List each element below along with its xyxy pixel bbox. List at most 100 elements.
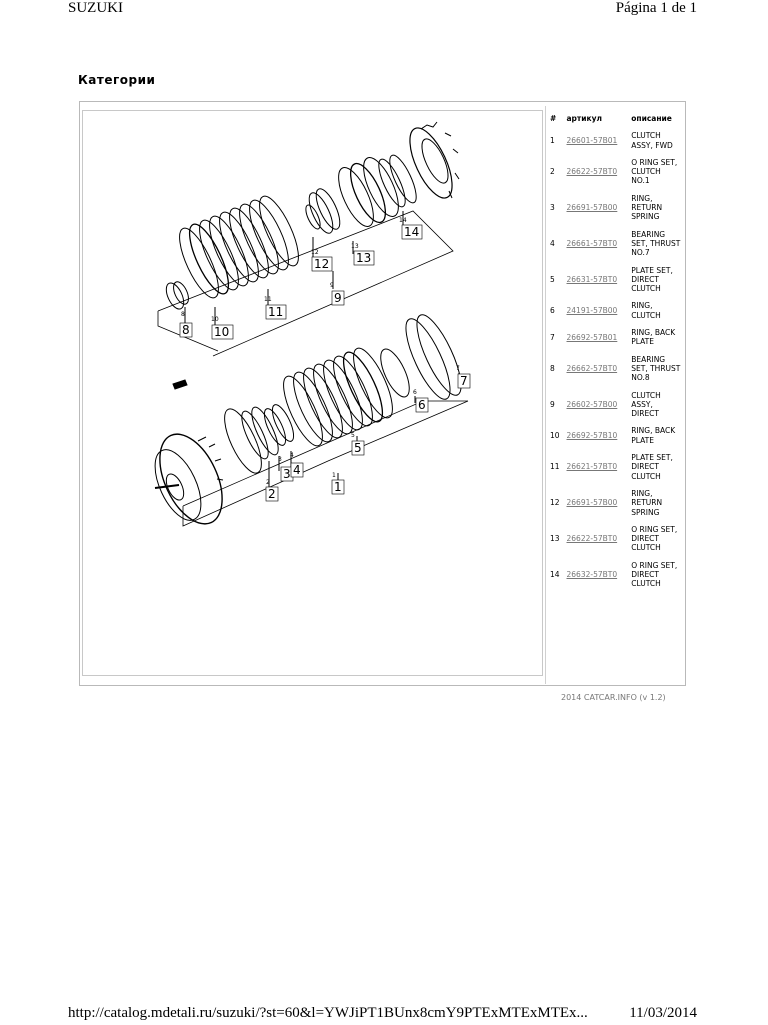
copyright-text: 2014 CATCAR.INFO (v 1.2) bbox=[561, 693, 666, 702]
table-row: 14 26632-57BT0 O RING SET, DIRECT CLUTCH bbox=[547, 558, 683, 594]
part-description: RING, RETURN SPRING bbox=[631, 193, 663, 222]
table-row: 3 26691-57B00 RING, RETURN SPRING bbox=[547, 191, 683, 227]
callout-8: 8 bbox=[182, 323, 190, 337]
part-number-link[interactable]: 26622-57BT0 bbox=[566, 167, 618, 177]
part-description: O RING SET, CLUTCH NO.1 bbox=[631, 157, 678, 186]
table-header-row: # артикул описание bbox=[547, 110, 683, 128]
callout-2: 2 bbox=[268, 487, 276, 501]
column-header-part-number: артикул bbox=[566, 114, 603, 123]
part-description: CLUTCH ASSY, FWD bbox=[631, 131, 673, 150]
row-number: 8 bbox=[550, 363, 555, 373]
row-number: 7 bbox=[550, 332, 555, 342]
part-description: PLATE SET, DIRECT CLUTCH bbox=[631, 265, 673, 294]
part-number-link[interactable]: 26692-57B01 bbox=[566, 332, 618, 342]
exploded-view-svg: 8 10 11 12 9 13 14 2 3 4 1 5 6 bbox=[154, 121, 471, 527]
callout-4: 4 bbox=[293, 463, 301, 477]
parts-diagram: 8 10 11 12 9 13 14 2 3 4 1 5 6 bbox=[82, 110, 543, 676]
row-number: 3 bbox=[550, 203, 555, 213]
small-label-7: 7 bbox=[456, 365, 460, 372]
table-row: 4 26661-57BT0 BEARING SET, THRUST NO.7 bbox=[547, 227, 683, 263]
part-description: RING, CLUTCH bbox=[631, 301, 661, 320]
print-header: SUZUKI Página 1 de 1 bbox=[0, 0, 768, 20]
row-number: 11 bbox=[550, 462, 560, 472]
part-number-link[interactable]: 26692-57B10 bbox=[566, 431, 618, 441]
table-row: 6 24191-57B00 RING, CLUTCH bbox=[547, 298, 683, 325]
part-description: PLATE SET, DIRECT CLUTCH bbox=[631, 453, 673, 481]
small-label-12: 12 bbox=[311, 249, 319, 256]
table-row: 5 26631-57BT0 PLATE SET, DIRECT CLUTCH bbox=[547, 263, 683, 299]
part-number-link[interactable]: 26631-57BT0 bbox=[566, 274, 618, 284]
part-number-link[interactable]: 26661-57BT0 bbox=[566, 238, 618, 248]
print-header-page: Página 1 de 1 bbox=[615, 0, 697, 16]
row-number: 10 bbox=[550, 431, 560, 441]
part-number-link[interactable]: 26691-57B00 bbox=[566, 498, 618, 508]
callout-7: 7 bbox=[460, 374, 468, 388]
small-label-8: 8 bbox=[181, 311, 185, 318]
column-header-number: # bbox=[550, 114, 557, 123]
row-number: 5 bbox=[550, 274, 555, 284]
table-row: 9 26602-57B00 CLUTCH ASSY, DIRECT bbox=[547, 388, 683, 424]
small-label-1: 1 bbox=[332, 472, 336, 479]
callout-12: 12 bbox=[314, 257, 329, 271]
print-footer: http://catalog.mdetali.ru/suzuki/?st=60&… bbox=[0, 1005, 768, 1025]
part-number-link[interactable]: 24191-57B00 bbox=[566, 306, 618, 316]
row-number: 13 bbox=[550, 534, 560, 544]
content-frame bbox=[79, 101, 686, 686]
part-number-link[interactable]: 26691-57B00 bbox=[566, 203, 618, 213]
row-number: 12 bbox=[550, 498, 560, 508]
callout-3: 3 bbox=[283, 467, 291, 481]
part-description: O RING SET, DIRECT CLUTCH bbox=[631, 524, 678, 553]
callout-9: 9 bbox=[334, 291, 342, 305]
part-description: O RING SET, DIRECT CLUTCH bbox=[631, 560, 678, 589]
part-description: BEARING SET, THRUST NO.7 bbox=[631, 229, 681, 258]
part-description: RING, BACK PLATE bbox=[631, 328, 676, 347]
small-label-5: 5 bbox=[351, 432, 355, 439]
small-label-11: 11 bbox=[264, 296, 272, 303]
print-header-left: SUZUKI bbox=[68, 0, 123, 16]
row-number: 6 bbox=[550, 306, 555, 316]
table-row: 13 26622-57BT0 O RING SET, DIRECT CLUTCH bbox=[547, 522, 683, 558]
part-description: RING, BACK PLATE bbox=[631, 426, 676, 445]
small-label-6: 6 bbox=[413, 389, 417, 396]
callout-6: 6 bbox=[418, 398, 426, 412]
small-label-14: 14 bbox=[399, 217, 407, 224]
part-number-link[interactable]: 26632-57BT0 bbox=[566, 569, 618, 579]
part-description: BEARING SET, THRUST NO.8 bbox=[631, 354, 681, 383]
callout-5: 5 bbox=[354, 441, 362, 455]
table-row: 12 26691-57B00 RING, RETURN SPRING bbox=[547, 486, 683, 522]
small-label-10: 10 bbox=[211, 316, 219, 323]
small-label-9: 9 bbox=[330, 282, 334, 289]
part-description: RING, RETURN SPRING bbox=[631, 488, 663, 517]
row-number: 2 bbox=[550, 167, 555, 177]
small-label-13: 13 bbox=[351, 243, 359, 250]
callout-1: 1 bbox=[334, 480, 342, 494]
callout-13: 13 bbox=[356, 251, 371, 265]
page-title: Категории bbox=[78, 73, 156, 87]
table-row: 7 26692-57B01 RING, BACK PLATE bbox=[547, 325, 683, 352]
small-label-2: 2 bbox=[266, 479, 270, 486]
part-number-link[interactable]: 26662-57BT0 bbox=[566, 363, 618, 373]
part-description: CLUTCH ASSY, DIRECT bbox=[631, 390, 661, 419]
callout-10: 10 bbox=[214, 325, 229, 339]
table-row: 10 26692-57B10 RING, BACK PLATE bbox=[547, 423, 683, 450]
table-row: 1 26601-57B01 CLUTCH ASSY, FWD bbox=[547, 128, 683, 155]
row-number: 14 bbox=[550, 569, 560, 579]
callout-14: 14 bbox=[404, 225, 419, 239]
column-header-description: описание bbox=[631, 114, 672, 123]
row-number: 1 bbox=[550, 135, 555, 145]
print-footer-url: http://catalog.mdetali.ru/suzuki/?st=60&… bbox=[68, 1005, 588, 1021]
callout-11: 11 bbox=[268, 305, 283, 319]
part-number-link[interactable]: 26602-57B00 bbox=[566, 399, 618, 409]
part-number-link[interactable]: 26601-57B01 bbox=[566, 135, 618, 145]
part-number-link[interactable]: 26622-57BT0 bbox=[566, 534, 618, 544]
print-footer-date: 11/03/2014 bbox=[629, 1005, 697, 1021]
table-row: 2 26622-57BT0 O RING SET, CLUTCH NO.1 bbox=[547, 155, 683, 191]
part-number-link[interactable]: 26621-57BT0 bbox=[566, 462, 618, 472]
small-label-4: 4 bbox=[290, 452, 294, 459]
row-number: 9 bbox=[550, 399, 555, 409]
column-divider bbox=[545, 106, 546, 684]
parts-table: # артикул описание 1 26601-57B01 CLUTCH … bbox=[547, 110, 683, 594]
table-row: 8 26662-57BT0 BEARING SET, THRUST NO.8 bbox=[547, 352, 683, 388]
table-row: 11 26621-57BT0 PLATE SET, DIRECT CLUTCH bbox=[547, 450, 683, 486]
row-number: 4 bbox=[550, 238, 555, 248]
